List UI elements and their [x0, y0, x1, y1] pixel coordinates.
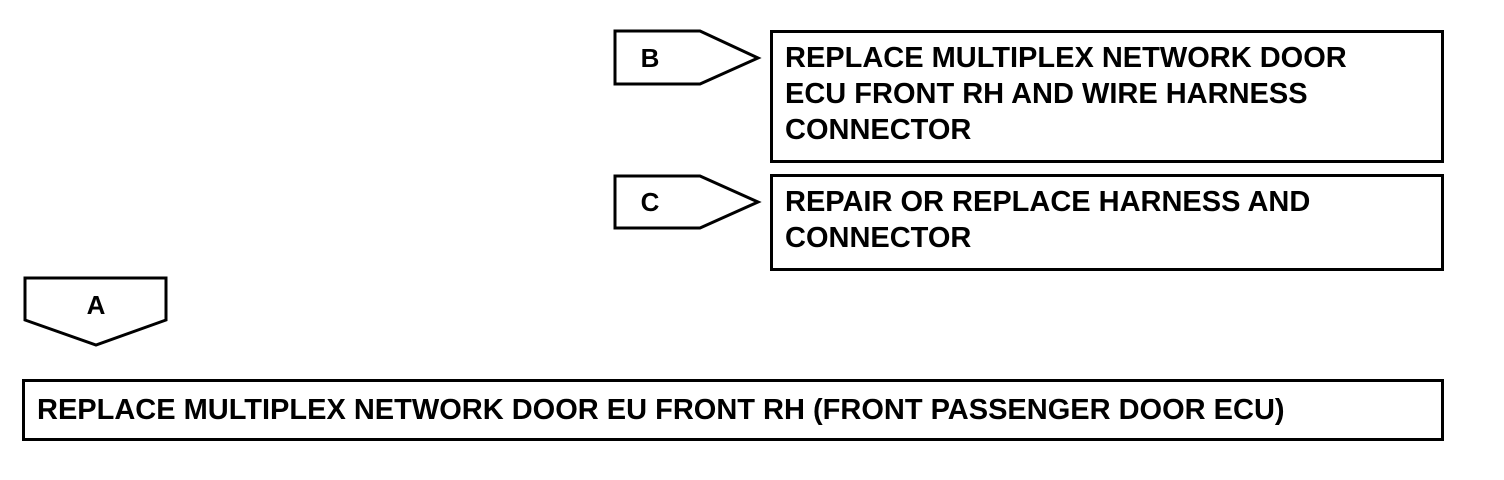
tag-a-arrow [23, 276, 168, 347]
action-text-b: REPLACE MULTIPLEX NETWORK DOOR ECU FRONT… [785, 42, 1347, 146]
action-box-b [770, 30, 1444, 163]
tag-b-label: B [640, 43, 660, 73]
action-text-a: REPLACE MULTIPLEX NETWORK DOOR EU FRONT … [37, 394, 1285, 426]
action-box-c [770, 174, 1444, 271]
tag-a-label: A [86, 290, 106, 320]
tag-c-arrow [613, 174, 762, 230]
tag-c-label: C [640, 187, 660, 217]
tag-b-arrow [613, 29, 762, 86]
action-text-c: REPAIR OR REPLACE HARNESS AND CONNECTOR [785, 186, 1311, 254]
action-box-a [22, 379, 1444, 441]
